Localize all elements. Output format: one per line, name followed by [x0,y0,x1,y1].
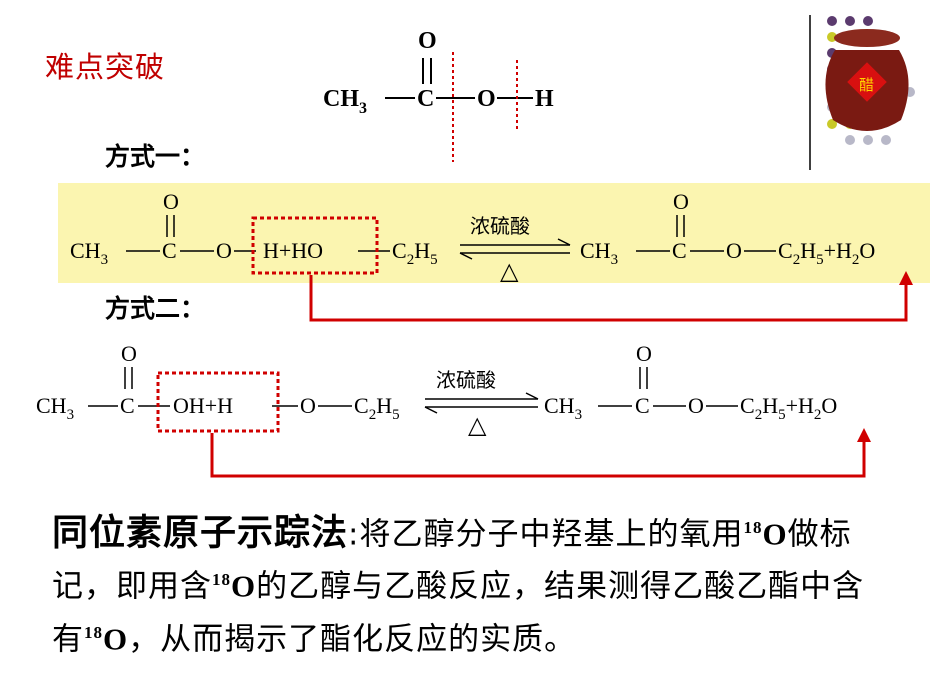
equilibrium-arrow [525,392,539,400]
methyl-group: CH3 [580,238,618,268]
text-segment: 的乙醇与乙酸反应，结果测得乙酸乙酯中含有 [52,568,865,657]
tracking-arrow [309,275,908,322]
methyl-group: CH3 [323,86,367,117]
slide-title: 难点突破 [45,50,166,84]
reaction-1: O CH3 C O H+HO C2H5 浓硫酸 △ O CH3 C O C2H5… [70,189,913,322]
ethyl-water: C2H5+H2O [778,238,875,268]
ethyl-water: C2H5+H2O [740,393,837,423]
jar-label-text: 醋 [859,77,874,94]
equilibrium-arrow [557,238,571,246]
oxygen-atom: O [216,238,232,263]
equilibrium-arrow [424,406,438,414]
catalyst-label: 浓硫酸 [470,215,530,238]
isotope-mass: 18 [212,570,231,590]
jar-label [847,62,887,102]
text-segment: 将乙醇分子中羟基上的氧用 [359,516,744,553]
dot [845,16,855,26]
dot [863,16,873,26]
heat-symbol: △ [500,259,519,285]
equilibrium-arrow [459,252,473,260]
oxygen-atom: O [300,393,316,418]
oxygen-atom: O [477,86,496,112]
reaction-2: O CH3 C OH+H O C2H5 浓硫酸 △ O CH3 C O C2H5… [36,341,871,478]
methyl-group: CH3 [70,238,108,268]
text-segment: ，从而揭示了酯化反应的实质。 [128,620,577,657]
h-plus-ho: H+HO [263,238,323,263]
way2-label: 方式二： [105,294,206,323]
carbonyl-oxygen: O [673,189,689,214]
carbon-atom: C [672,238,687,263]
method-name: 同位素原子示踪法 [52,512,349,554]
exchange-box [251,216,379,275]
exchange-box [156,371,280,433]
dot [845,135,855,145]
tracking-arrowhead [899,271,913,285]
carbon-atom: C [162,238,177,263]
carbonyl-oxygen: O [121,341,137,366]
ethyl-group: C2H5 [354,393,400,423]
carbonyl-oxygen: O [418,28,437,54]
tracking-arrowhead [857,428,871,442]
tracking-arrow [210,433,866,478]
dot [863,135,873,145]
oh-plus-h: OH+H [173,393,233,418]
carbon-atom: C [635,393,650,418]
isotope-mass: 18 [743,518,763,537]
acetic-acid-formula: O CH3 C O H [323,28,554,162]
colon: : [348,516,360,553]
jar-lid [834,29,900,47]
isotope-mass: 18 [84,622,103,642]
dot [881,135,891,145]
isotope-symbol: O [231,568,257,604]
carbonyl-oxygen: O [636,341,652,366]
dot [827,119,837,129]
catalyst-label: 浓硫酸 [436,369,496,392]
methyl-group: CH3 [544,393,582,423]
carbon-atom: C [120,393,135,418]
ethyl-group: C2H5 [392,238,438,268]
way1-label: 方式一： [105,142,206,171]
oxygen-atom: O [688,393,704,418]
oxygen-atom: O [726,238,742,263]
hydrogen-atom: H [535,86,554,112]
vinegar-jar-logo: 醋 [809,15,915,170]
isotope-symbol: O [762,516,788,552]
dot [827,16,837,26]
explanation-paragraph: 同位素原子示踪法:将乙醇分子中羟基上的氧用18O做标记，即用含18O的乙醇与乙酸… [52,505,872,662]
carbon-atom: C [417,86,434,112]
text-segment: 做标记，即用含 [52,516,852,605]
isotope-symbol: O [103,620,129,656]
methyl-group: CH3 [36,393,74,423]
reaction-highlight [58,183,930,283]
heat-symbol: △ [468,413,487,439]
carbonyl-oxygen: O [163,189,179,214]
